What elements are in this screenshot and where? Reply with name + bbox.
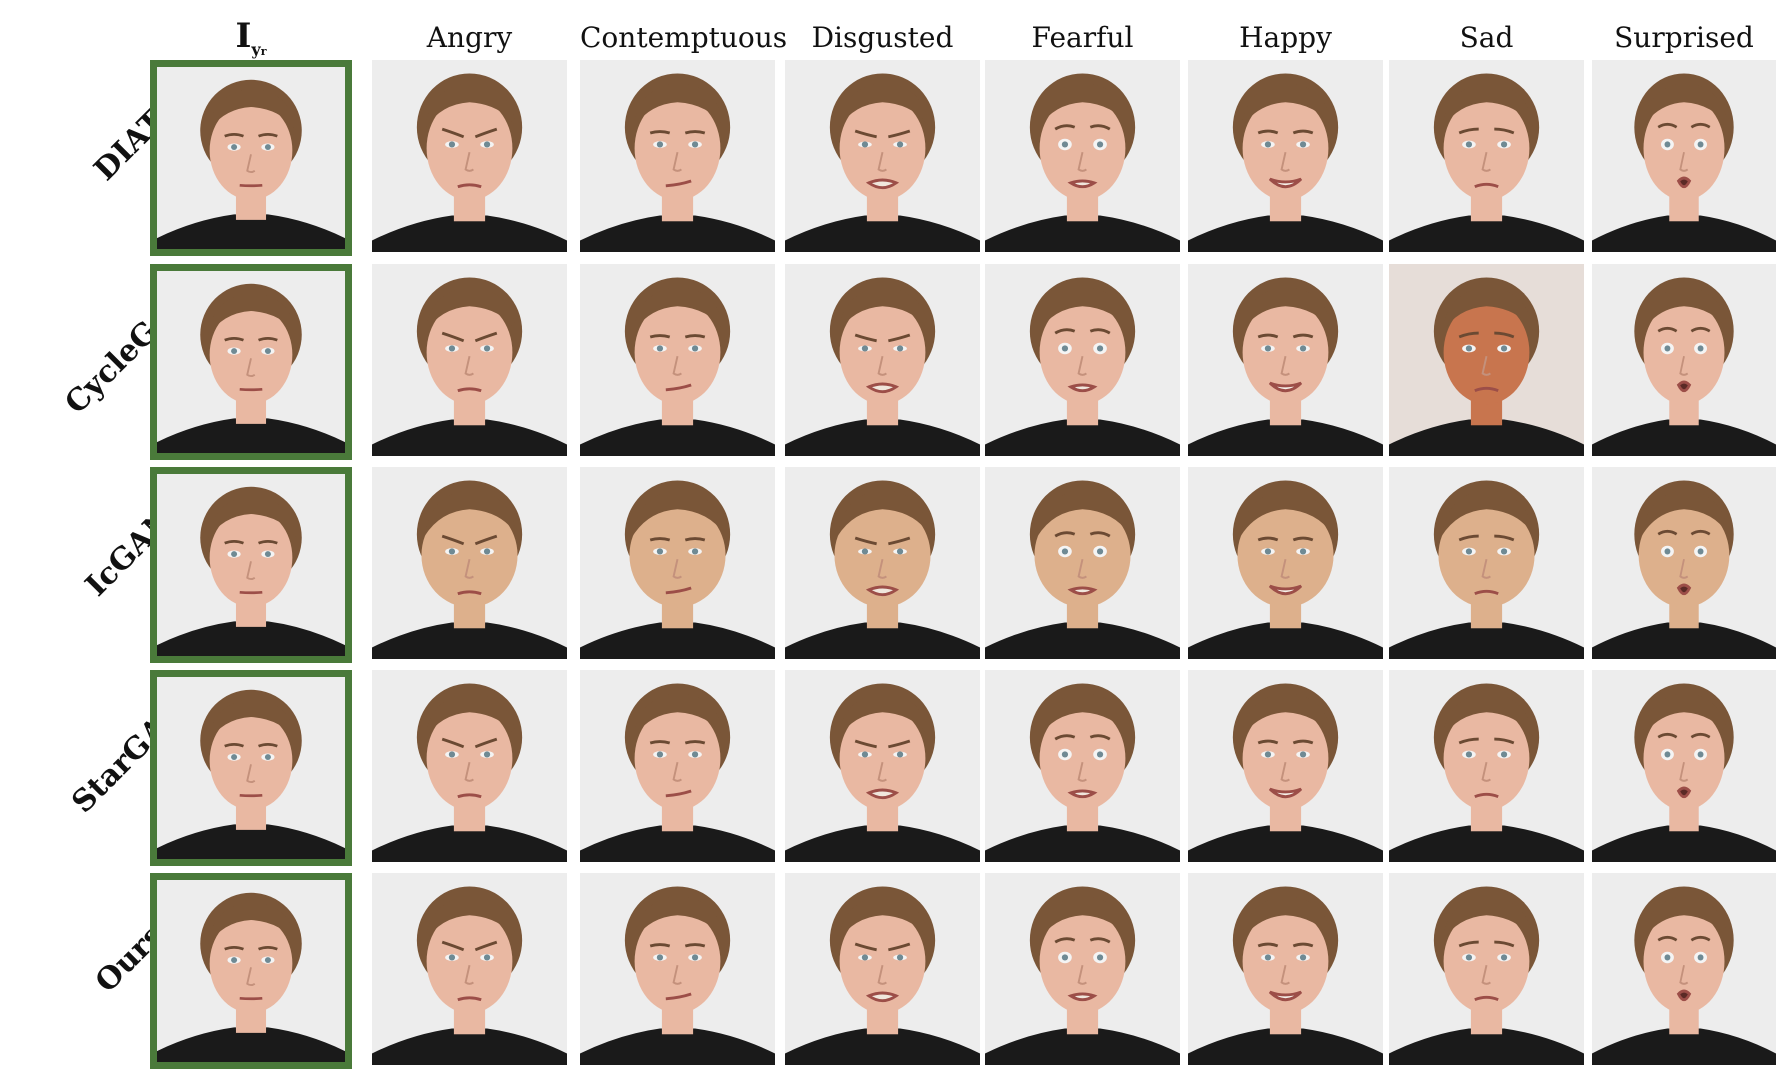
face-image-ours-sad <box>1389 873 1584 1065</box>
face-image-ours-disgusted <box>785 873 980 1065</box>
face-image-icgan-sad <box>1389 467 1584 659</box>
face-image-stargan-disgusted <box>785 670 980 862</box>
reference-subscript: y <box>251 39 261 59</box>
column-header-fearful: Fearful <box>1031 21 1134 54</box>
face-image-diat-sad <box>1389 60 1584 252</box>
face-image-diat-happy <box>1188 60 1383 252</box>
face-image-stargan-angry <box>372 670 567 862</box>
column-header-surprised: Surprised <box>1614 21 1754 54</box>
face-image-cyclegan-surprised <box>1592 264 1776 456</box>
face-image-stargan-happy <box>1188 670 1383 862</box>
face-image-diat-contemptuous <box>580 60 775 252</box>
reference-column-header: Iyr <box>150 14 352 59</box>
face-image-cyclegan-happy <box>1188 264 1383 456</box>
face-image-cyclegan-contemptuous <box>580 264 775 456</box>
face-image-icgan-fearful <box>985 467 1180 659</box>
face-image-icgan-surprised <box>1592 467 1776 659</box>
face-image-ours-surprised <box>1592 873 1776 1065</box>
face-image-cyclegan-sad <box>1389 264 1584 456</box>
face-image-icgan-reference <box>150 467 352 663</box>
face-image-stargan-surprised <box>1592 670 1776 862</box>
column-header-angry: Angry <box>426 21 513 54</box>
face-image-icgan-disgusted <box>785 467 980 659</box>
face-image-ours-contemptuous <box>580 873 775 1065</box>
face-image-cyclegan-fearful <box>985 264 1180 456</box>
face-image-ours-angry <box>372 873 567 1065</box>
face-image-icgan-happy <box>1188 467 1383 659</box>
face-image-ours-fearful <box>985 873 1180 1065</box>
face-image-stargan-fearful <box>985 670 1180 862</box>
face-image-cyclegan-reference <box>150 264 352 460</box>
face-image-cyclegan-disgusted <box>785 264 980 456</box>
face-image-diat-surprised <box>1592 60 1776 252</box>
reference-symbol: I <box>235 16 252 56</box>
column-header-contemptuous: Contemptuous <box>580 21 788 54</box>
face-image-cyclegan-angry <box>372 264 567 456</box>
face-image-icgan-contemptuous <box>580 467 775 659</box>
reference-subsubscript: r <box>260 44 267 58</box>
face-image-diat-fearful <box>985 60 1180 252</box>
column-header-disgusted: Disgusted <box>811 21 954 54</box>
face-image-stargan-reference <box>150 670 352 866</box>
face-image-icgan-angry <box>372 467 567 659</box>
face-image-stargan-contemptuous <box>580 670 775 862</box>
face-image-diat-angry <box>372 60 567 252</box>
face-image-diat-reference <box>150 60 352 256</box>
face-image-stargan-sad <box>1389 670 1584 862</box>
column-header-happy: Happy <box>1239 21 1332 54</box>
face-image-ours-happy <box>1188 873 1383 1065</box>
column-header-sad: Sad <box>1459 21 1514 54</box>
face-image-diat-disgusted <box>785 60 980 252</box>
face-image-ours-reference <box>150 873 352 1069</box>
